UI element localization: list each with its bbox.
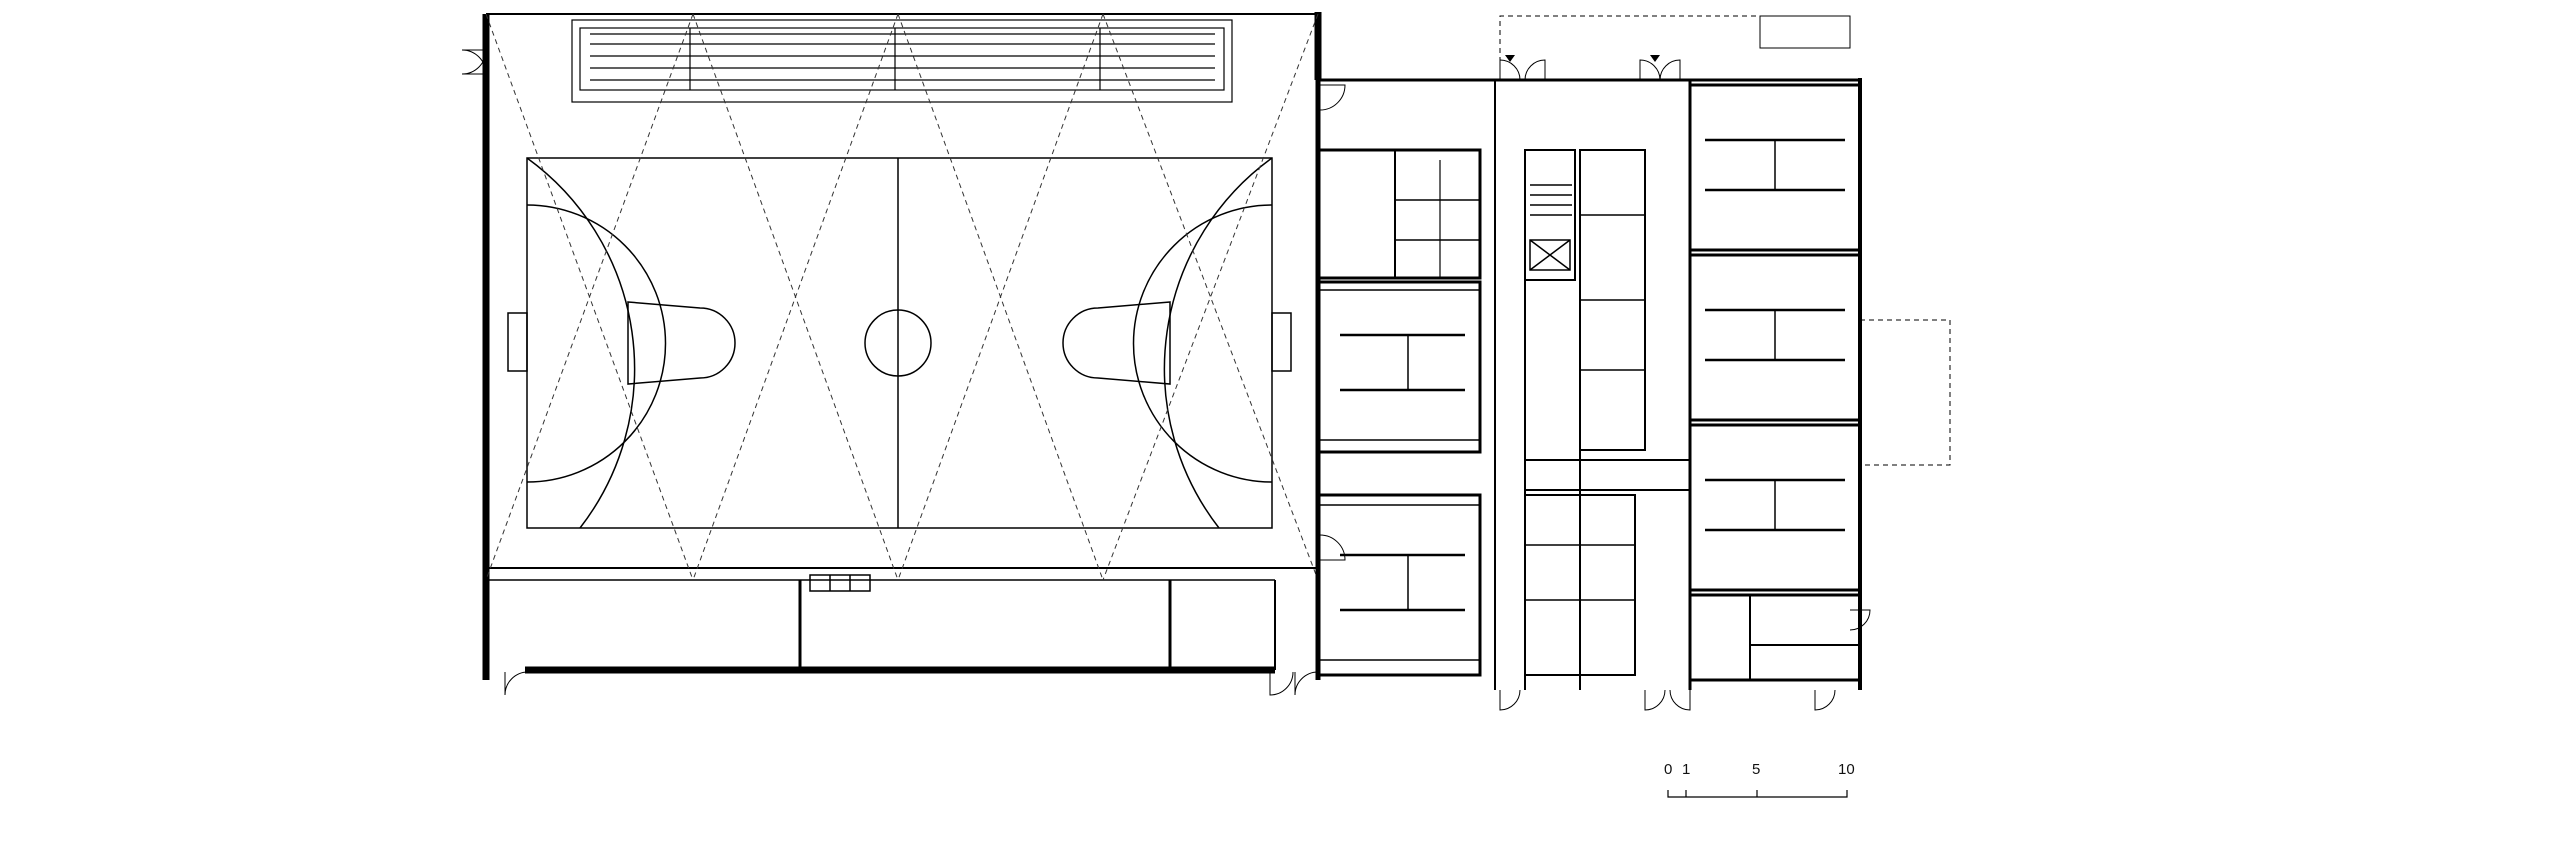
scale-bar [1667,790,1848,798]
sports-hall [461,12,1346,696]
changing-room-3 [1688,83,1862,252]
scale-tick-10: 10 [1838,761,1855,778]
corridor-doors [1499,59,1871,711]
changing-room-2 [1316,493,1482,677]
canopy-box [1759,15,1851,49]
changing-room-1 [1316,280,1482,454]
storage-door-block [809,574,871,592]
benches-east [1705,138,1845,532]
changing-block [1315,15,1951,711]
lighting-grid [485,13,1319,581]
scale-tick-1: 1 [1682,761,1691,778]
plant-room [1688,593,1862,682]
scale-tick-5: 5 [1752,761,1761,778]
changing-room-4 [1688,253,1862,422]
external-outlines [1499,15,1951,466]
scale-tick-0: 0 [1664,761,1673,778]
benches-west [1340,333,1465,612]
right-key [1062,301,1171,385]
left-key [627,301,736,385]
toilet-room [1316,148,1482,280]
court-markings [507,157,1292,529]
bleachers [571,19,1233,103]
court-boundary [526,157,1273,529]
changing-room-5 [1688,423,1862,592]
hall-doors [461,49,1346,696]
stair [1524,149,1576,281]
center-circle [864,309,932,377]
lift [1529,239,1571,271]
